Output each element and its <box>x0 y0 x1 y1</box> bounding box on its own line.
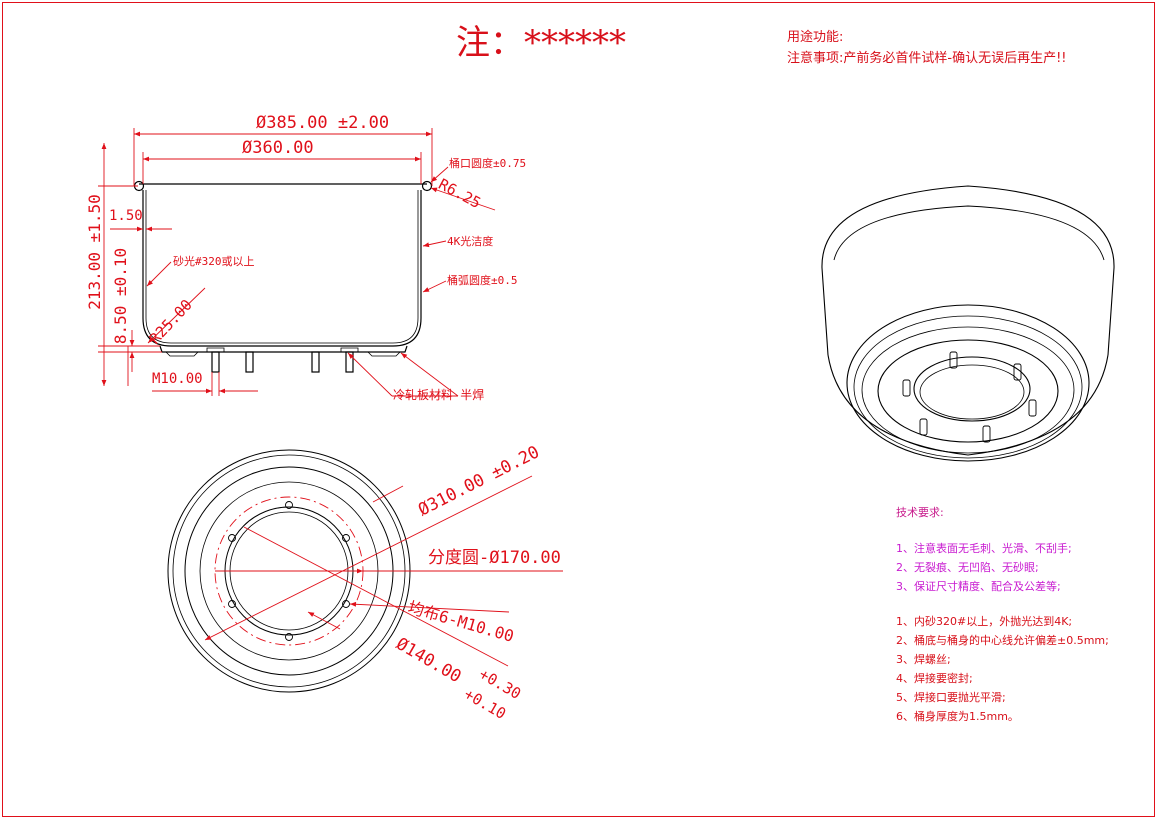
outer-diameter-label: Ø385.00 ±2.00 <box>256 113 390 133</box>
base-plate <box>159 345 408 353</box>
side-view-dimensions <box>98 128 496 397</box>
bowl-outer-wall <box>142 190 422 347</box>
iso-studs <box>902 351 1037 443</box>
bottom-view-dimensions <box>204 475 563 667</box>
studs-label: 均布6-M10.00 <box>406 598 516 646</box>
general-requirement-item: 2、无裂痕、无凹陷、无砂眼; <box>896 561 1039 574</box>
stud <box>211 351 220 373</box>
caution-note: 注意事项:产前务必首件试样-确认无误后再生产!! <box>787 51 1067 66</box>
side-view <box>133 180 433 373</box>
wall-thickness-label: 1.50 <box>109 208 143 224</box>
iso-ring-outer <box>846 304 1090 462</box>
thread-label: M10.00 <box>152 371 203 387</box>
right-rim-bead <box>421 180 433 192</box>
polish-note: 4K光洁度 <box>447 235 494 248</box>
general-requirement-item: 1、注意表面无毛刺、光滑、不刮手; <box>896 542 1072 555</box>
iso-center-hole <box>913 356 1031 422</box>
stud-nut-left <box>206 347 225 352</box>
iso-rim-top <box>821 185 1115 269</box>
stud <box>311 351 320 373</box>
stud-nut-right <box>340 347 359 352</box>
iso-ring-1 <box>853 315 1083 459</box>
arc-roundness-note: 桶弧圆度±0.5 <box>447 274 518 287</box>
process-requirement-item: 2、桶底与桶身的中心线允许偏差±0.5mm; <box>896 634 1109 647</box>
ring-diameter-label: Ø310.00 ±0.20 <box>415 442 543 520</box>
iso-base-edge <box>827 354 1109 456</box>
sanding-note: 砂光#320或以上 <box>173 255 255 268</box>
iso-center-hole-inner <box>919 364 1025 420</box>
process-requirement-item: 6、桶身厚度为1.5mm。 <box>896 710 1019 723</box>
iso-rim-lip <box>833 205 1105 261</box>
base-foot-right <box>367 351 401 357</box>
isometric-view <box>821 185 1115 462</box>
material-note: 冷轧板材料 半焊 <box>393 388 485 402</box>
process-requirement-item: 4、焊接要密封; <box>896 672 973 685</box>
base-dimension-label: 8.50 ±0.10 <box>111 248 130 344</box>
base-radius-label: R25.00 <box>146 296 196 348</box>
iso-wall <box>821 267 1115 356</box>
stud <box>345 351 354 373</box>
pitch-circle-label: 分度圆-Ø170.00 <box>428 548 561 568</box>
general-requirement-item: 3、保证尺寸精度、配合及公差等; <box>896 580 1061 593</box>
process-requirement-item: 1、内砂320#以上，外抛光达到4K; <box>896 615 1073 628</box>
stud-holes <box>228 501 350 641</box>
iso-ring-2 <box>861 326 1075 454</box>
rim-radius-label: R6.25 <box>436 175 484 212</box>
process-requirement-item: 5、焊接口要抛光平滑; <box>896 691 1006 704</box>
process-requirement-item: 3、焊螺丝; <box>896 653 951 666</box>
stud <box>245 351 254 373</box>
bowl-inner-wall <box>145 190 419 344</box>
hole-diameter-label: Ø140.00 <box>393 634 465 687</box>
iso-ring-3 <box>877 339 1059 443</box>
rotated-dimension-text: 213.00 ±1.50 8.50 ±0.10 R6.25 R25.00 Ø31… <box>85 175 543 723</box>
height-dimension-label: 213.00 ±1.50 <box>85 194 104 310</box>
inner-diameter-label: Ø360.00 <box>242 138 314 158</box>
mouth-roundness-note: 桶口圆度±0.75 <box>449 157 527 170</box>
note-title: 注：****** <box>456 23 626 63</box>
usage-label: 用途功能: <box>787 30 844 45</box>
tech-requirements-title: 技术要求: <box>896 506 944 519</box>
base-foot-left <box>165 351 199 357</box>
